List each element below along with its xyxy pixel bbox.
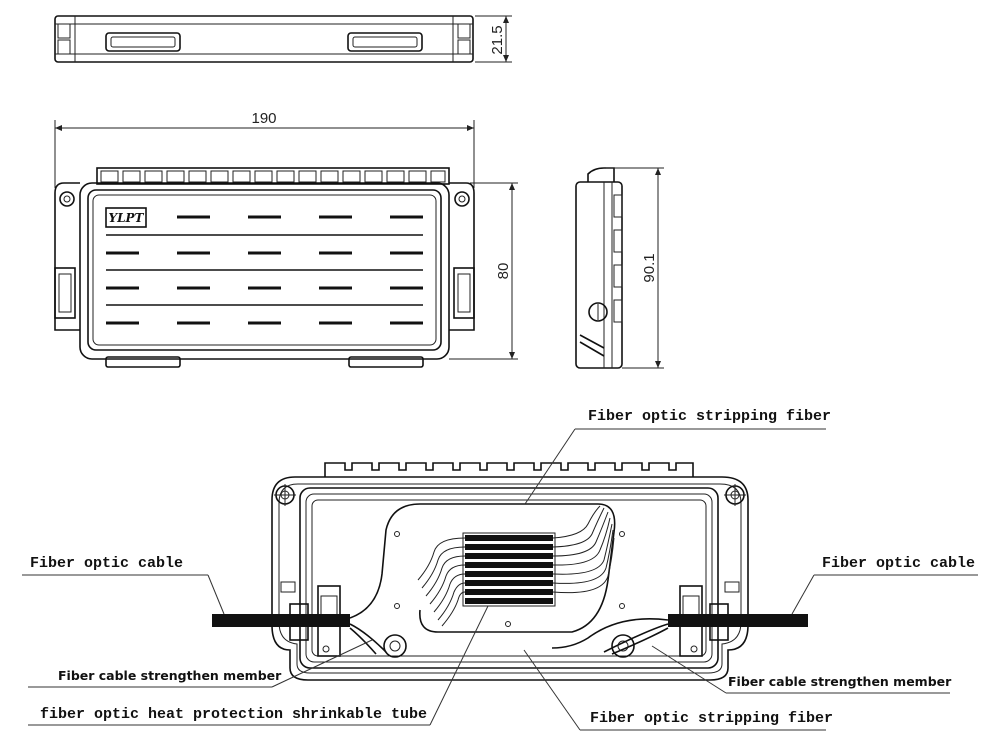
dimension-width: 190	[251, 110, 276, 127]
side-view: 90.1	[575, 167, 664, 369]
mount-hole-left	[274, 484, 296, 506]
dimension-top-height: 21.5	[489, 25, 506, 54]
latch-left	[105, 32, 181, 52]
label-strength-member-right: Fiber cable strengthen member	[728, 674, 952, 689]
top-view: 21.5	[54, 15, 512, 63]
callouts: Fiber optic stripping fiber Fiber optic …	[22, 408, 978, 731]
front-port-row	[100, 170, 446, 183]
label-strength-member-left: Fiber cable strengthen member	[58, 668, 282, 683]
label-cable-right: Fiber optic cable	[822, 555, 975, 572]
dimension-side-height: 90.1	[641, 253, 658, 282]
label-cable-left: Fiber optic cable	[30, 555, 183, 572]
latch-right	[347, 32, 423, 52]
front-view: 190	[54, 110, 518, 368]
dimension-height: 80	[495, 263, 512, 280]
label-heat-shrink-tube: fiber optic heat protection shrinkable t…	[40, 706, 427, 723]
brand-logo: YLPT	[109, 211, 145, 225]
label-stripping-fiber-top: Fiber optic stripping fiber	[588, 408, 831, 425]
cable-left	[212, 614, 350, 627]
mount-hole-right	[724, 484, 746, 506]
label-stripping-fiber-bottom: Fiber optic stripping fiber	[590, 710, 833, 727]
interior-view	[212, 462, 808, 681]
cable-right	[668, 614, 808, 627]
heat-shrink-tube-stack	[462, 532, 556, 607]
